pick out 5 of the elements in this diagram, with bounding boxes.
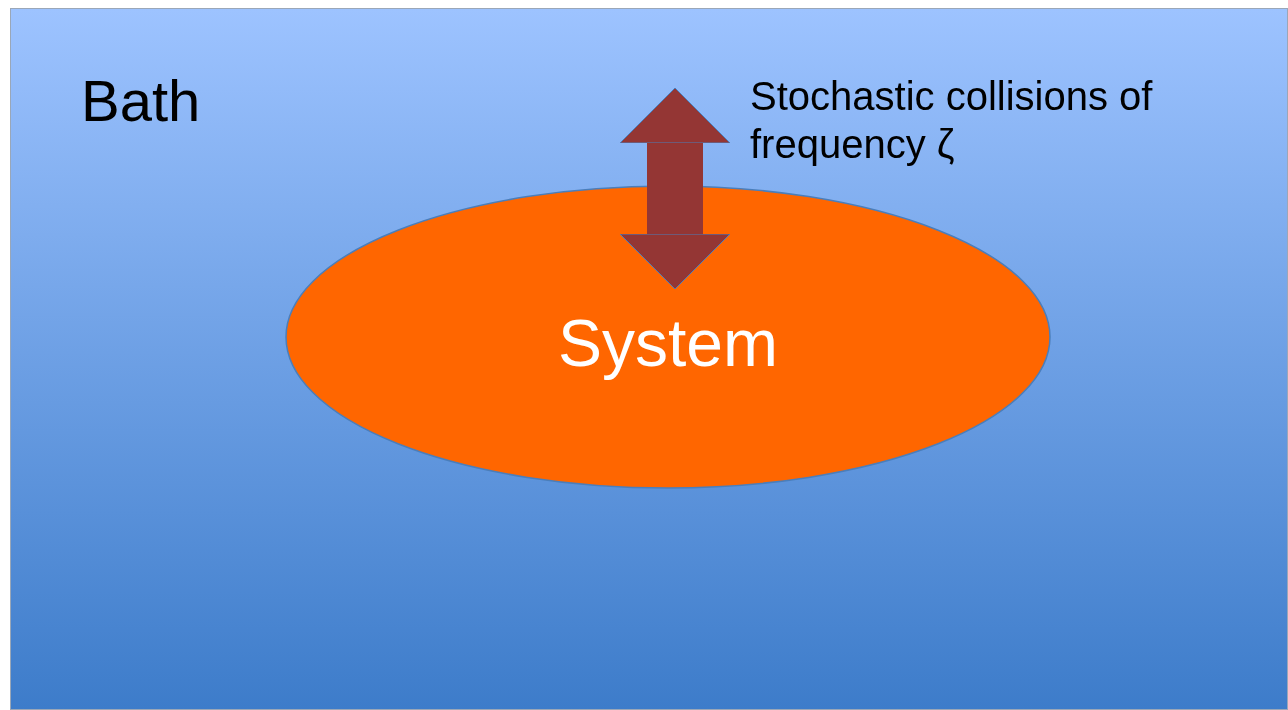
system-ellipse — [285, 185, 1051, 489]
edge-label: Stochastic collisions of frequency ζ — [750, 73, 1154, 168]
bath-region — [10, 8, 1288, 710]
node-label: System — [556, 305, 779, 381]
region-title: Bath — [81, 67, 201, 134]
